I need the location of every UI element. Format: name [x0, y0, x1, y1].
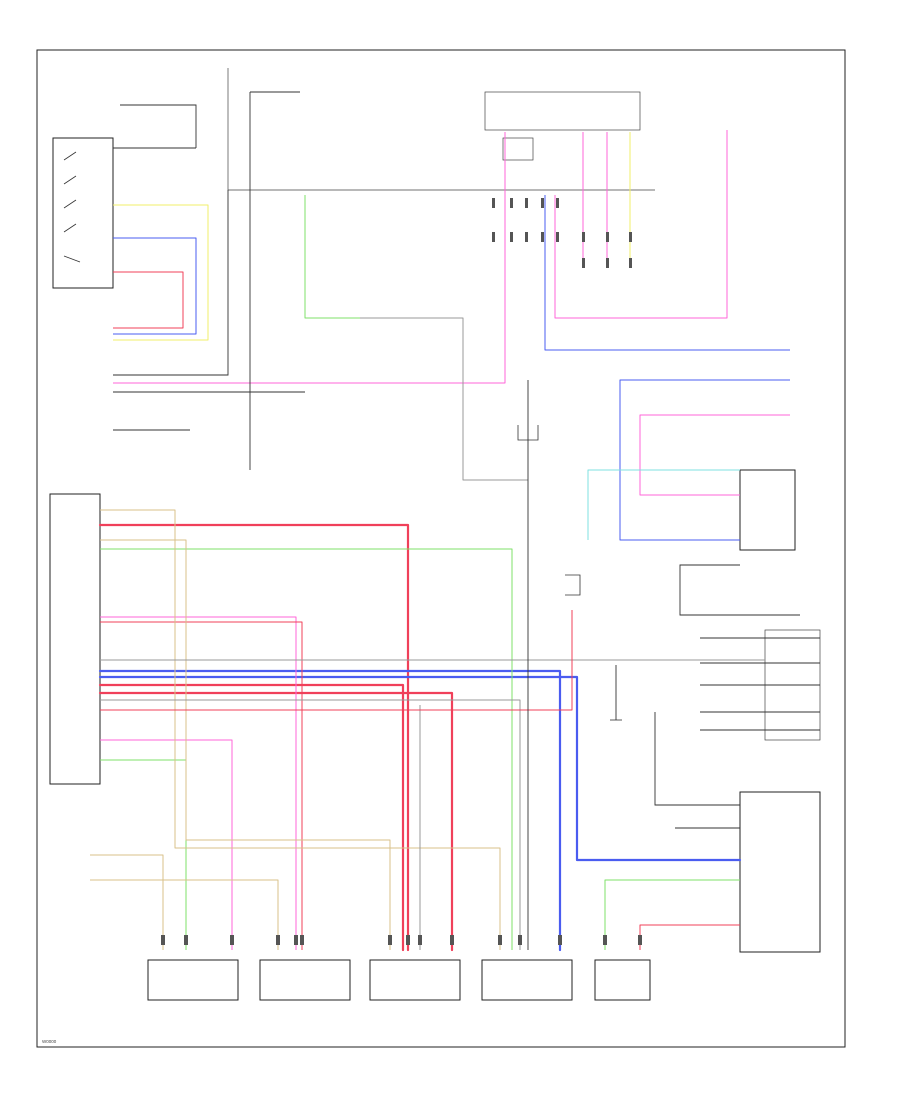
wire-tan-1 [100, 509, 501, 950]
wire-tan-4 [100, 539, 391, 950]
wire-blue-2 [98, 675, 742, 862]
wire-red-3 [98, 683, 405, 952]
wire-pink-ecu-2 [100, 739, 233, 950]
wire-red-thin [100, 621, 303, 950]
wire-tan-3 [90, 879, 279, 950]
diagram-frame [36, 49, 846, 1048]
wire-gray-1 [360, 317, 528, 481]
connector-pins-top [492, 198, 632, 268]
footer-code: W0000 [42, 1039, 57, 1044]
wire-red-1 [98, 523, 410, 952]
black-wires [113, 91, 820, 950]
wire-blue-topright [544, 195, 790, 351]
wire-pink-ecu-1 [100, 616, 297, 950]
ground-symbols [517, 425, 622, 721]
motor-box-3 [369, 959, 461, 1001]
wire-red-upper [113, 271, 184, 329]
wire-tan-2 [90, 854, 164, 950]
motor-box-2 [259, 959, 351, 1001]
wire-yellow-1 [113, 204, 209, 341]
wire-red-bottom-right [639, 924, 740, 950]
switch-contacts-top [63, 151, 81, 263]
junction-block-outline [227, 68, 655, 191]
wire-blue-right [619, 379, 790, 541]
wire-blue-upper [113, 237, 197, 335]
wire-red-lower [100, 610, 573, 711]
motor-box-1 [147, 959, 239, 1001]
wire-pink-mid [113, 132, 506, 384]
motor-box-4 [481, 959, 573, 1001]
wire-gray-4 [100, 699, 521, 950]
wire-blue-1 [98, 669, 562, 952]
wire-red-2 [98, 691, 454, 952]
wire-green-top [304, 195, 360, 319]
motor-box-5 [594, 959, 651, 1001]
connector-block-small [502, 137, 534, 161]
right-front-power-window-switch [739, 791, 821, 953]
connector-pins-bottom [161, 935, 642, 945]
wire-green-bottom-right [604, 879, 740, 950]
left-front-power-window-regulator-motor-ecu [49, 493, 101, 785]
left-power-window-master-switch [52, 137, 114, 289]
connector-block-top [484, 91, 641, 131]
wire-pink-topright [554, 130, 728, 319]
wire-pink-right [639, 414, 790, 496]
wire-cyan-right [587, 469, 740, 540]
left-rear-power-window-switch [739, 469, 796, 551]
wire-green-1 [100, 548, 513, 950]
